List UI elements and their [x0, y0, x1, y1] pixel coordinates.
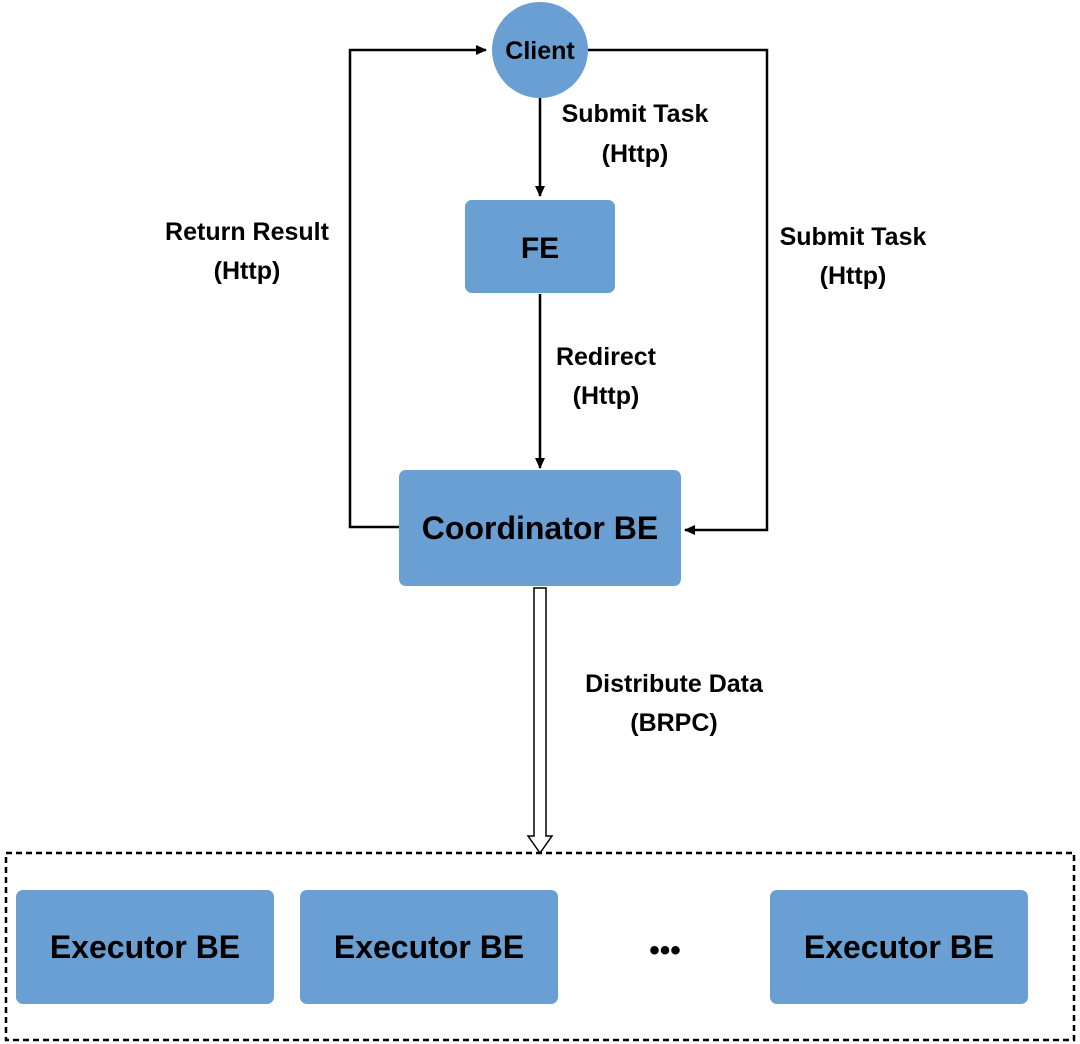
redirect-label-line1: Redirect [556, 343, 657, 371]
client-node[interactable]: Client [492, 2, 588, 98]
redirect-label-line2: (Http) [573, 382, 640, 410]
executor-ellipsis: ••• [649, 934, 681, 967]
return-result-label-line2: (Http) [214, 257, 281, 285]
edge-return-result [348, 45, 487, 529]
client-to-coordinator-label-line1: Submit Task [780, 223, 927, 251]
return-result-label-line1: Return Result [165, 218, 330, 246]
executor-label: Executor BE [334, 929, 524, 965]
edge-client-to-coordinator [588, 48, 769, 535]
distribute-data-arrow [526, 587, 554, 855]
coordinator-node[interactable]: Coordinator BE [399, 470, 681, 586]
client-to-fe-label-line1: Submit Task [562, 100, 709, 128]
executor-label: Executor BE [804, 929, 994, 965]
fe-node[interactable]: FE [465, 200, 615, 293]
distribute-data-label-line2: (BRPC) [630, 709, 718, 737]
executor-node[interactable]: Executor BE [770, 890, 1028, 1004]
client-to-coordinator-label-line2: (Http) [820, 262, 887, 290]
client-label: Client [505, 37, 575, 65]
client-to-fe-label-line2: (Http) [602, 140, 669, 168]
executor-node[interactable]: Executor BE [300, 890, 558, 1004]
coordinator-label: Coordinator BE [422, 510, 658, 546]
executor-node[interactable]: Executor BE [16, 890, 274, 1004]
executor-group [4, 851, 1076, 1042]
distribute-data-label-line1: Distribute Data [585, 670, 764, 698]
fe-label: FE [521, 232, 559, 265]
executor-label: Executor BE [50, 929, 240, 965]
